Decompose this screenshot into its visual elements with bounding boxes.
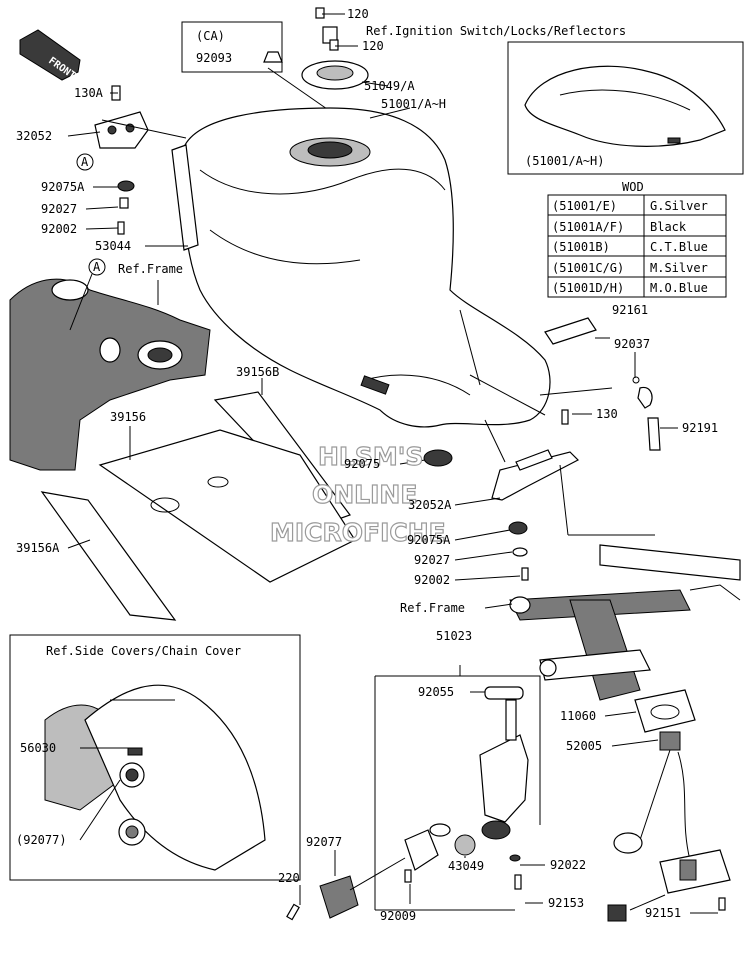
callout-label: 92075 bbox=[344, 457, 380, 471]
wod-row-code: (51001/E) bbox=[552, 199, 617, 213]
callout-label: 92191 bbox=[682, 421, 718, 435]
callout-label: 51001/A~H bbox=[381, 97, 446, 111]
ca-box-title: (CA) bbox=[196, 29, 225, 43]
marker-a2: A bbox=[88, 258, 106, 276]
wod-title: WOD bbox=[622, 180, 644, 194]
callout-label: 92075A bbox=[41, 180, 85, 194]
callout-label: 130 bbox=[596, 407, 618, 421]
callout-label: 92161 bbox=[612, 303, 648, 317]
callout-label: 120 bbox=[362, 39, 384, 53]
marker-a2-label: A bbox=[93, 260, 101, 274]
watermark: HLSM'S ONLINE MICROFICHE bbox=[269, 441, 446, 547]
watermark-line: ONLINE bbox=[312, 480, 417, 509]
callout-label: 92002 bbox=[414, 573, 450, 587]
callout-label: 56030 bbox=[20, 741, 56, 755]
damper-92075 bbox=[423, 449, 453, 467]
callout-label: 92027 bbox=[414, 553, 450, 567]
side-cover-title: Ref.Side Covers/Chain Cover bbox=[46, 644, 241, 658]
wod-row-color: C.T.Blue bbox=[650, 240, 708, 254]
hose-assembly bbox=[632, 376, 661, 451]
callout-label: 51049/A bbox=[364, 79, 415, 93]
callout-label: 130A bbox=[74, 86, 104, 100]
watermark-line: HLSM'S bbox=[318, 442, 423, 471]
callout-label: 32052 bbox=[16, 129, 52, 143]
tank-color-inset: (51001/A~H) bbox=[507, 41, 744, 175]
callout-label: Ref.Ignition Switch/Locks/Reflectors bbox=[366, 24, 626, 38]
side-cover-box: Ref.Side Covers/Chain Cover bbox=[9, 634, 301, 881]
insulator-39156a bbox=[40, 491, 177, 621]
wod-row-color: G.Silver bbox=[650, 199, 708, 213]
callout-label: 220 bbox=[278, 871, 300, 885]
callout-label: Ref.Frame bbox=[400, 601, 465, 615]
valve-lever bbox=[286, 857, 412, 921]
insulator-39156 bbox=[98, 429, 356, 583]
ca-box: (CA) 92093 bbox=[181, 21, 341, 119]
callout-label: 92153 bbox=[548, 896, 584, 910]
wod-table: WOD (51001/E) G.Silver (51001A/F) Black … bbox=[547, 180, 727, 298]
callout-label: 92151 bbox=[645, 906, 681, 920]
right-frame bbox=[509, 544, 741, 701]
callout-label: Ref.Frame bbox=[118, 262, 183, 276]
left-bracket-assembly bbox=[94, 85, 199, 251]
callout-label: 92009 bbox=[380, 909, 416, 923]
callout-label: 53044 bbox=[95, 239, 131, 253]
callout-label: 92075A bbox=[407, 533, 451, 547]
wod-row-code: (51001A/F) bbox=[552, 220, 624, 234]
callout-label: 39156A bbox=[16, 541, 60, 555]
callout-label: 92002 bbox=[41, 222, 77, 236]
callout-label: 92027 bbox=[41, 202, 77, 216]
callout-label: 92055 bbox=[418, 685, 454, 699]
marker-a1: A bbox=[76, 153, 94, 171]
callout-label: 92022 bbox=[550, 858, 586, 872]
bracket-32052a bbox=[491, 409, 580, 581]
wod-row-code: (51001C/G) bbox=[552, 261, 624, 275]
watermark-line: MICROFICHE bbox=[270, 518, 446, 547]
wod-row-code: (51001D/H) bbox=[552, 281, 624, 295]
callout-label: 92077 bbox=[306, 835, 342, 849]
front-arrow: FRONT bbox=[19, 29, 81, 82]
left-frame bbox=[9, 278, 211, 471]
callout-labels: 120 Ref.Ignition Switch/Locks/Reflectors… bbox=[16, 7, 718, 923]
fuel-tank bbox=[182, 107, 551, 428]
ca-box-part: 92093 bbox=[196, 51, 232, 65]
callout-label: 120 bbox=[347, 7, 369, 21]
callout-label: 52005 bbox=[566, 739, 602, 753]
callout-label: 39156B bbox=[236, 365, 279, 379]
wod-row-color: M.Silver bbox=[650, 261, 708, 275]
wod-row-color: Black bbox=[650, 220, 687, 234]
wod-row-color: M.O.Blue bbox=[650, 281, 708, 295]
fuel-cap bbox=[301, 7, 369, 90]
fuel-pump bbox=[607, 689, 731, 922]
wod-row-code: (51001B) bbox=[552, 240, 610, 254]
tank-inset-label: (51001/A~H) bbox=[525, 154, 604, 168]
callout-label: (92077) bbox=[16, 833, 67, 847]
pad-92161 bbox=[544, 317, 597, 345]
fuel-valve-box bbox=[374, 665, 541, 911]
callout-label: 92037 bbox=[614, 337, 650, 351]
callout-label: 11060 bbox=[560, 709, 596, 723]
callout-label: 32052A bbox=[408, 498, 452, 512]
callout-label: 43049 bbox=[448, 859, 484, 873]
callout-label: 39156 bbox=[110, 410, 146, 424]
marker-a1-label: A bbox=[81, 155, 89, 169]
leader-lines bbox=[67, 13, 718, 914]
callout-label: 51023 bbox=[436, 629, 472, 643]
